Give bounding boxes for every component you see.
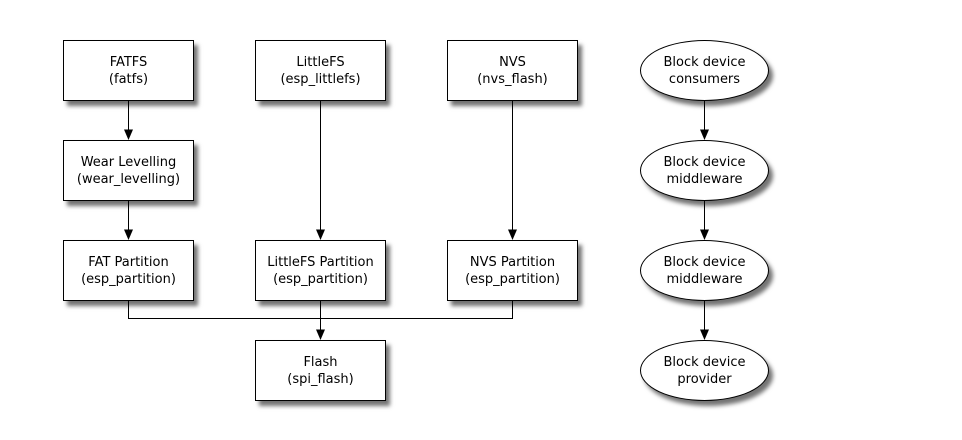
node-nvs: NVS (nvs_flash) — [447, 40, 578, 101]
node-fat-partition: FAT Partition (esp_partition) — [63, 240, 194, 301]
node-title: LittleFS Partition — [267, 254, 374, 270]
arrowhead — [316, 329, 325, 340]
node-subtitle: (esp_partition) — [81, 271, 176, 287]
edge-middleware-2-to-provider — [700, 301, 709, 340]
edge-partitions-to-flash — [128, 301, 513, 340]
node-subtitle: middleware — [666, 271, 743, 287]
arrowhead — [700, 229, 709, 240]
arrowhead — [700, 129, 709, 140]
node-subtitle: (esp_partition) — [465, 271, 560, 287]
node-title: NVS — [499, 54, 526, 70]
node-subtitle: (fatfs) — [108, 71, 149, 87]
node-title: FAT Partition — [88, 254, 169, 270]
node-title: FATFS — [109, 54, 148, 70]
node-block-device-middleware-1: Block device middleware — [640, 140, 769, 201]
edge-middleware-1-to-middleware-2 — [700, 201, 709, 240]
edge-fatfs-to-wear-levelling — [124, 101, 133, 140]
node-subtitle: consumers — [668, 71, 741, 87]
node-fatfs: FATFS (fatfs) — [63, 40, 194, 101]
edge-nvs-to-nvs-partition — [508, 101, 517, 240]
node-title: Block device — [663, 354, 746, 370]
node-title: LittleFS — [296, 54, 345, 70]
arrowhead — [124, 229, 133, 240]
arrowhead — [124, 129, 133, 140]
node-subtitle: (esp_littlefs) — [280, 71, 361, 87]
node-subtitle: middleware — [666, 171, 743, 187]
node-title: Flash — [303, 354, 338, 370]
arrowhead — [700, 329, 709, 340]
node-subtitle: provider — [677, 371, 732, 387]
node-block-device-consumers: Block device consumers — [640, 40, 769, 101]
node-title: Block device — [663, 54, 746, 70]
node-block-device-middleware-2: Block device middleware — [640, 240, 769, 301]
edge-littlefs-to-littlefs-partition — [316, 101, 325, 240]
node-subtitle: (wear_levelling) — [76, 171, 181, 187]
node-block-device-provider: Block device provider — [640, 340, 769, 401]
edge-consumers-to-middleware-1 — [700, 101, 709, 140]
node-subtitle: (nvs_flash) — [477, 71, 548, 87]
node-littlefs: LittleFS (esp_littlefs) — [255, 40, 386, 101]
node-subtitle: (spi_flash) — [287, 371, 354, 387]
arrowhead — [508, 229, 517, 240]
node-title: NVS Partition — [469, 254, 556, 270]
node-subtitle: (esp_partition) — [273, 271, 368, 287]
arrowhead — [316, 229, 325, 240]
node-title: Wear Levelling — [80, 154, 177, 170]
node-nvs-partition: NVS Partition (esp_partition) — [447, 240, 578, 301]
edge-wear-levelling-to-fat-partition — [124, 201, 133, 240]
node-flash: Flash (spi_flash) — [255, 340, 386, 401]
node-title: Block device — [663, 154, 746, 170]
node-littlefs-partition: LittleFS Partition (esp_partition) — [255, 240, 386, 301]
node-title: Block device — [663, 254, 746, 270]
node-wear-levelling: Wear Levelling (wear_levelling) — [63, 140, 194, 201]
